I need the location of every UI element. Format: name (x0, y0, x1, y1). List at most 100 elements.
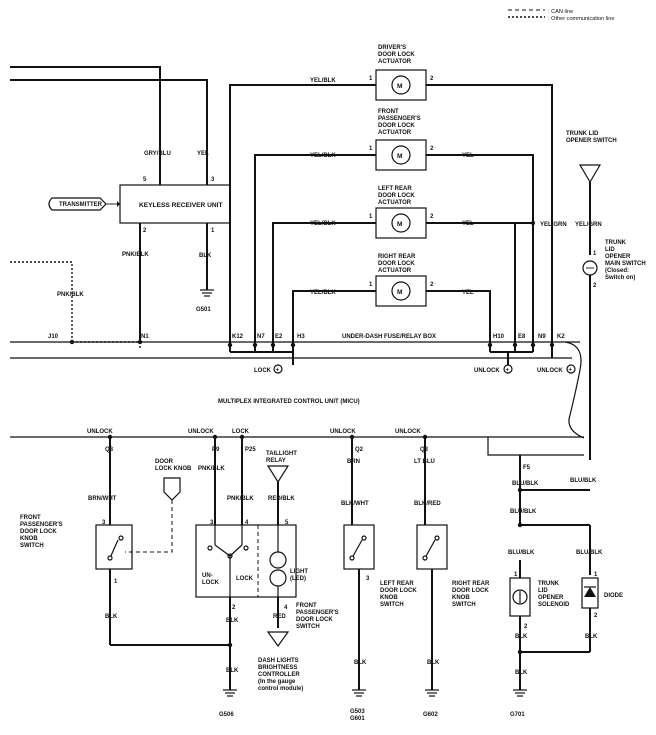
lr-motor (391, 213, 411, 233)
wire-e8 (426, 154, 534, 345)
svg-text:BRN/WHT: BRN/WHT (88, 496, 117, 502)
svg-text:BLK/WHT: BLK/WHT (341, 501, 369, 507)
diode-icon (584, 587, 596, 597)
svg-text:DASH LIGHTS: DASH LIGHTS (258, 658, 299, 664)
svg-text:G506: G506 (219, 712, 234, 718)
svg-text:LIGHT: LIGHT (290, 569, 308, 575)
svg-text:4: 4 (245, 520, 249, 526)
svg-text:BLK: BLK (515, 670, 528, 676)
svg-text:3: 3 (210, 520, 214, 526)
svg-text:SWITCH: SWITCH (452, 602, 476, 608)
svg-text:1: 1 (369, 76, 373, 82)
svg-text:TAILLIGHT: TAILLIGHT (266, 451, 297, 457)
svg-text:BLU/BLK: BLU/BLK (510, 509, 537, 515)
svg-text:FRONT: FRONT (20, 515, 41, 521)
svg-text:LEFT REAR: LEFT REAR (378, 186, 412, 192)
svg-text:LID: LID (605, 247, 615, 253)
svg-text:DOOR LOCK: DOOR LOCK (378, 52, 415, 58)
micu-label: MULTIPLEX INTEGRATED CONTROL UNIT (MICU) (218, 399, 360, 405)
svg-text:PNK/BLK: PNK/BLK (227, 496, 254, 502)
svg-text:BRIGHTNESS: BRIGHTNESS (258, 665, 297, 671)
svg-text:N9: N9 (538, 334, 546, 340)
wire-e8b (426, 222, 516, 345)
svg-text:2: 2 (430, 76, 434, 82)
svg-text:PASSENGER'S: PASSENGER'S (20, 522, 63, 528)
svg-text:2: 2 (430, 146, 434, 152)
svg-text:LID: LID (538, 588, 548, 594)
svg-text:KNOB: KNOB (20, 536, 38, 542)
svg-text:BLK: BLK (226, 668, 239, 674)
dash-lights-controller-icon (266, 631, 290, 648)
svg-text:LOCK: LOCK (236, 576, 254, 582)
door-lock-knob-icon (163, 477, 181, 501)
driver-motor (391, 75, 411, 95)
wire-pnkblk-label: PNK/BLK (122, 252, 149, 258)
svg-text:2: 2 (594, 613, 598, 619)
svg-text:DOOR LOCK: DOOR LOCK (378, 261, 415, 267)
svg-text:P25: P25 (245, 447, 256, 453)
svg-text:DOOR: DOOR (155, 459, 174, 465)
svg-text:2: 2 (524, 624, 528, 630)
wire-k12 (229, 84, 376, 345)
svg-text:ACTUATOR: ACTUATOR (378, 130, 412, 136)
svg-text:UNLOCK: UNLOCK (537, 368, 563, 374)
led-icon-2 (269, 569, 287, 587)
svg-text:BRN: BRN (347, 459, 360, 465)
comm-line-left (10, 261, 73, 342)
svg-text:LT BLU: LT BLU (414, 459, 435, 465)
svg-text:3: 3 (102, 520, 106, 526)
wire-h10 (426, 290, 491, 345)
lr-actuator-box (375, 207, 427, 239)
keyless-title: KEYLESS RECEIVER UNIT (139, 202, 223, 209)
svg-text:LOCK: LOCK (232, 429, 250, 435)
svg-text:DIODE: DIODE (604, 593, 623, 599)
svg-text:F5: F5 (523, 465, 531, 471)
svg-text:DOOR LOCK: DOOR LOCK (378, 123, 415, 129)
svg-text:(LED): (LED) (290, 576, 306, 582)
svg-text:MAIN SWITCH: MAIN SWITCH (605, 261, 646, 267)
led-icon-1 (269, 551, 287, 569)
svg-text:UNLOCK: UNLOCK (330, 429, 356, 435)
legend-other-text: : Other communication line (548, 16, 615, 22)
svg-text:2: 2 (143, 228, 147, 234)
svg-text:K2: K2 (557, 334, 565, 340)
svg-text:+: + (276, 368, 280, 374)
svg-text:Q2: Q2 (355, 447, 364, 453)
wire-yel-label: YEL (197, 151, 209, 157)
svg-text:M: M (397, 153, 403, 160)
svg-text:LOCK KNOB: LOCK KNOB (155, 466, 192, 472)
svg-text:BLU/BLK: BLU/BLK (508, 550, 535, 556)
taillight-relay-icon (266, 465, 290, 484)
svg-text:SOLENOID: SOLENOID (538, 602, 570, 608)
connector-dots (69, 339, 555, 348)
wire-e2 (272, 222, 376, 345)
svg-text:BLU/BLK: BLU/BLK (570, 478, 597, 484)
svg-text:SWITCH: SWITCH (380, 602, 404, 608)
svg-text:ACTUATOR: ACTUATOR (378, 200, 412, 206)
svg-text:UNLOCK: UNLOCK (395, 429, 421, 435)
svg-text:DOOR LOCK: DOOR LOCK (20, 529, 57, 535)
svg-text:1: 1 (594, 572, 598, 578)
svg-text:5: 5 (143, 177, 147, 183)
svg-text:YEL/GRN: YEL/GRN (575, 222, 602, 228)
svg-text:OPENER: OPENER (538, 595, 564, 601)
svg-text:DOOR LOCK: DOOR LOCK (296, 617, 333, 623)
transmitter-label: TRANSMITTER (59, 202, 103, 208)
svg-text:5: 5 (285, 520, 289, 526)
rr-motor (391, 281, 411, 301)
lr-knob-switch-box (343, 524, 375, 570)
svg-text:RELAY: RELAY (266, 458, 286, 464)
svg-text:DOOR LOCK: DOOR LOCK (378, 193, 415, 199)
wire-top-gryblu (10, 66, 161, 130)
svg-text:N7: N7 (257, 334, 265, 340)
svg-text:G602: G602 (423, 712, 438, 718)
svg-text:2: 2 (593, 283, 597, 289)
svg-text:1: 1 (211, 228, 215, 234)
wire-n7 (254, 154, 376, 345)
svg-text:TRUNK LID: TRUNK LID (566, 131, 599, 137)
svg-text:M: M (397, 289, 403, 296)
svg-text:P9: P9 (212, 447, 220, 453)
svg-text:G601: G601 (350, 716, 365, 722)
